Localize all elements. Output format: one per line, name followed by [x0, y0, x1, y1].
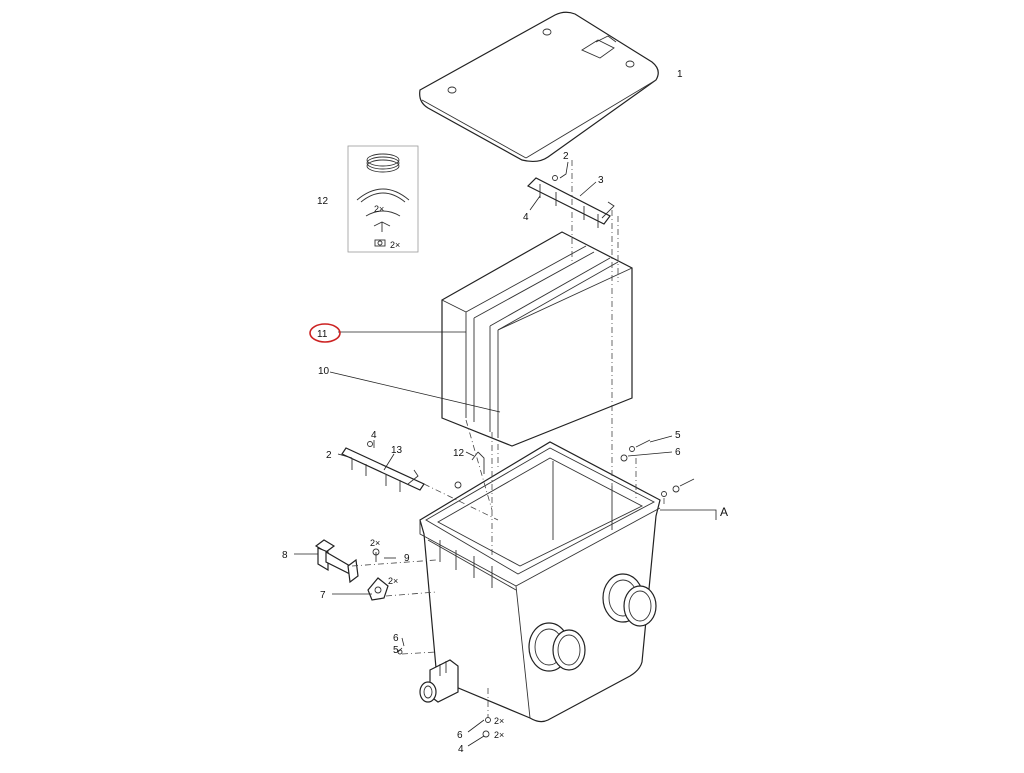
callout-labels: 1 2 3 4 12 11 10 4 13 2 12 5 6 A 8 9 7 6… [282, 69, 728, 755]
callout-2-lower: 2 [326, 450, 332, 461]
callout-4-bottom: 4 [458, 744, 464, 755]
qty-bolt: 2× [370, 538, 380, 548]
qty-bottom-washer: 2× [494, 730, 504, 740]
callout-13: 13 [391, 445, 403, 456]
tube-part [314, 539, 359, 584]
filter-foam-blocks [441, 231, 633, 447]
screw-parts [397, 439, 695, 738]
callout-10: 10 [318, 366, 330, 377]
clip-part [454, 451, 485, 489]
callout-1: 1 [677, 69, 683, 80]
callout-6-middle: 6 [393, 633, 399, 644]
qty-kit-nut: 2× [390, 240, 400, 250]
highlight-ring [309, 323, 341, 343]
lower-rail-part [341, 441, 425, 492]
callout-11: 11 [317, 329, 328, 340]
callout-5-upper: 5 [675, 430, 681, 441]
leader-lines [294, 161, 717, 747]
callout-6-bottom: 6 [457, 730, 463, 741]
qty-bracket: 2× [388, 576, 398, 586]
callout-12-kit: 12 [317, 196, 329, 207]
upper-rail-part [526, 175, 615, 228]
qty-bottom-screw: 2× [494, 716, 504, 726]
accessory-kit-box [347, 145, 419, 253]
callout-A: A [720, 505, 728, 519]
callout-4-upper: 4 [523, 212, 529, 223]
callout-2-upper: 2 [563, 151, 569, 162]
assembly-lines [351, 160, 665, 718]
callout-5-middle: 5 [393, 645, 399, 656]
callout-3: 3 [598, 175, 604, 186]
callout-12-clip: 12 [453, 448, 465, 459]
lid-part [419, 11, 659, 163]
callout-4-lower: 4 [371, 430, 377, 441]
callout-7: 7 [320, 590, 326, 601]
callout-8: 8 [282, 550, 288, 561]
callout-9: 9 [404, 553, 410, 564]
qty-kit-curve: 2× [374, 204, 384, 214]
quantity-labels: 2× 2× 2× 2× 2× 2× [370, 204, 504, 740]
main-container-part [419, 441, 661, 723]
callout-6-upper: 6 [675, 447, 681, 458]
bracket-part [367, 577, 389, 601]
bolt-part [372, 548, 380, 562]
